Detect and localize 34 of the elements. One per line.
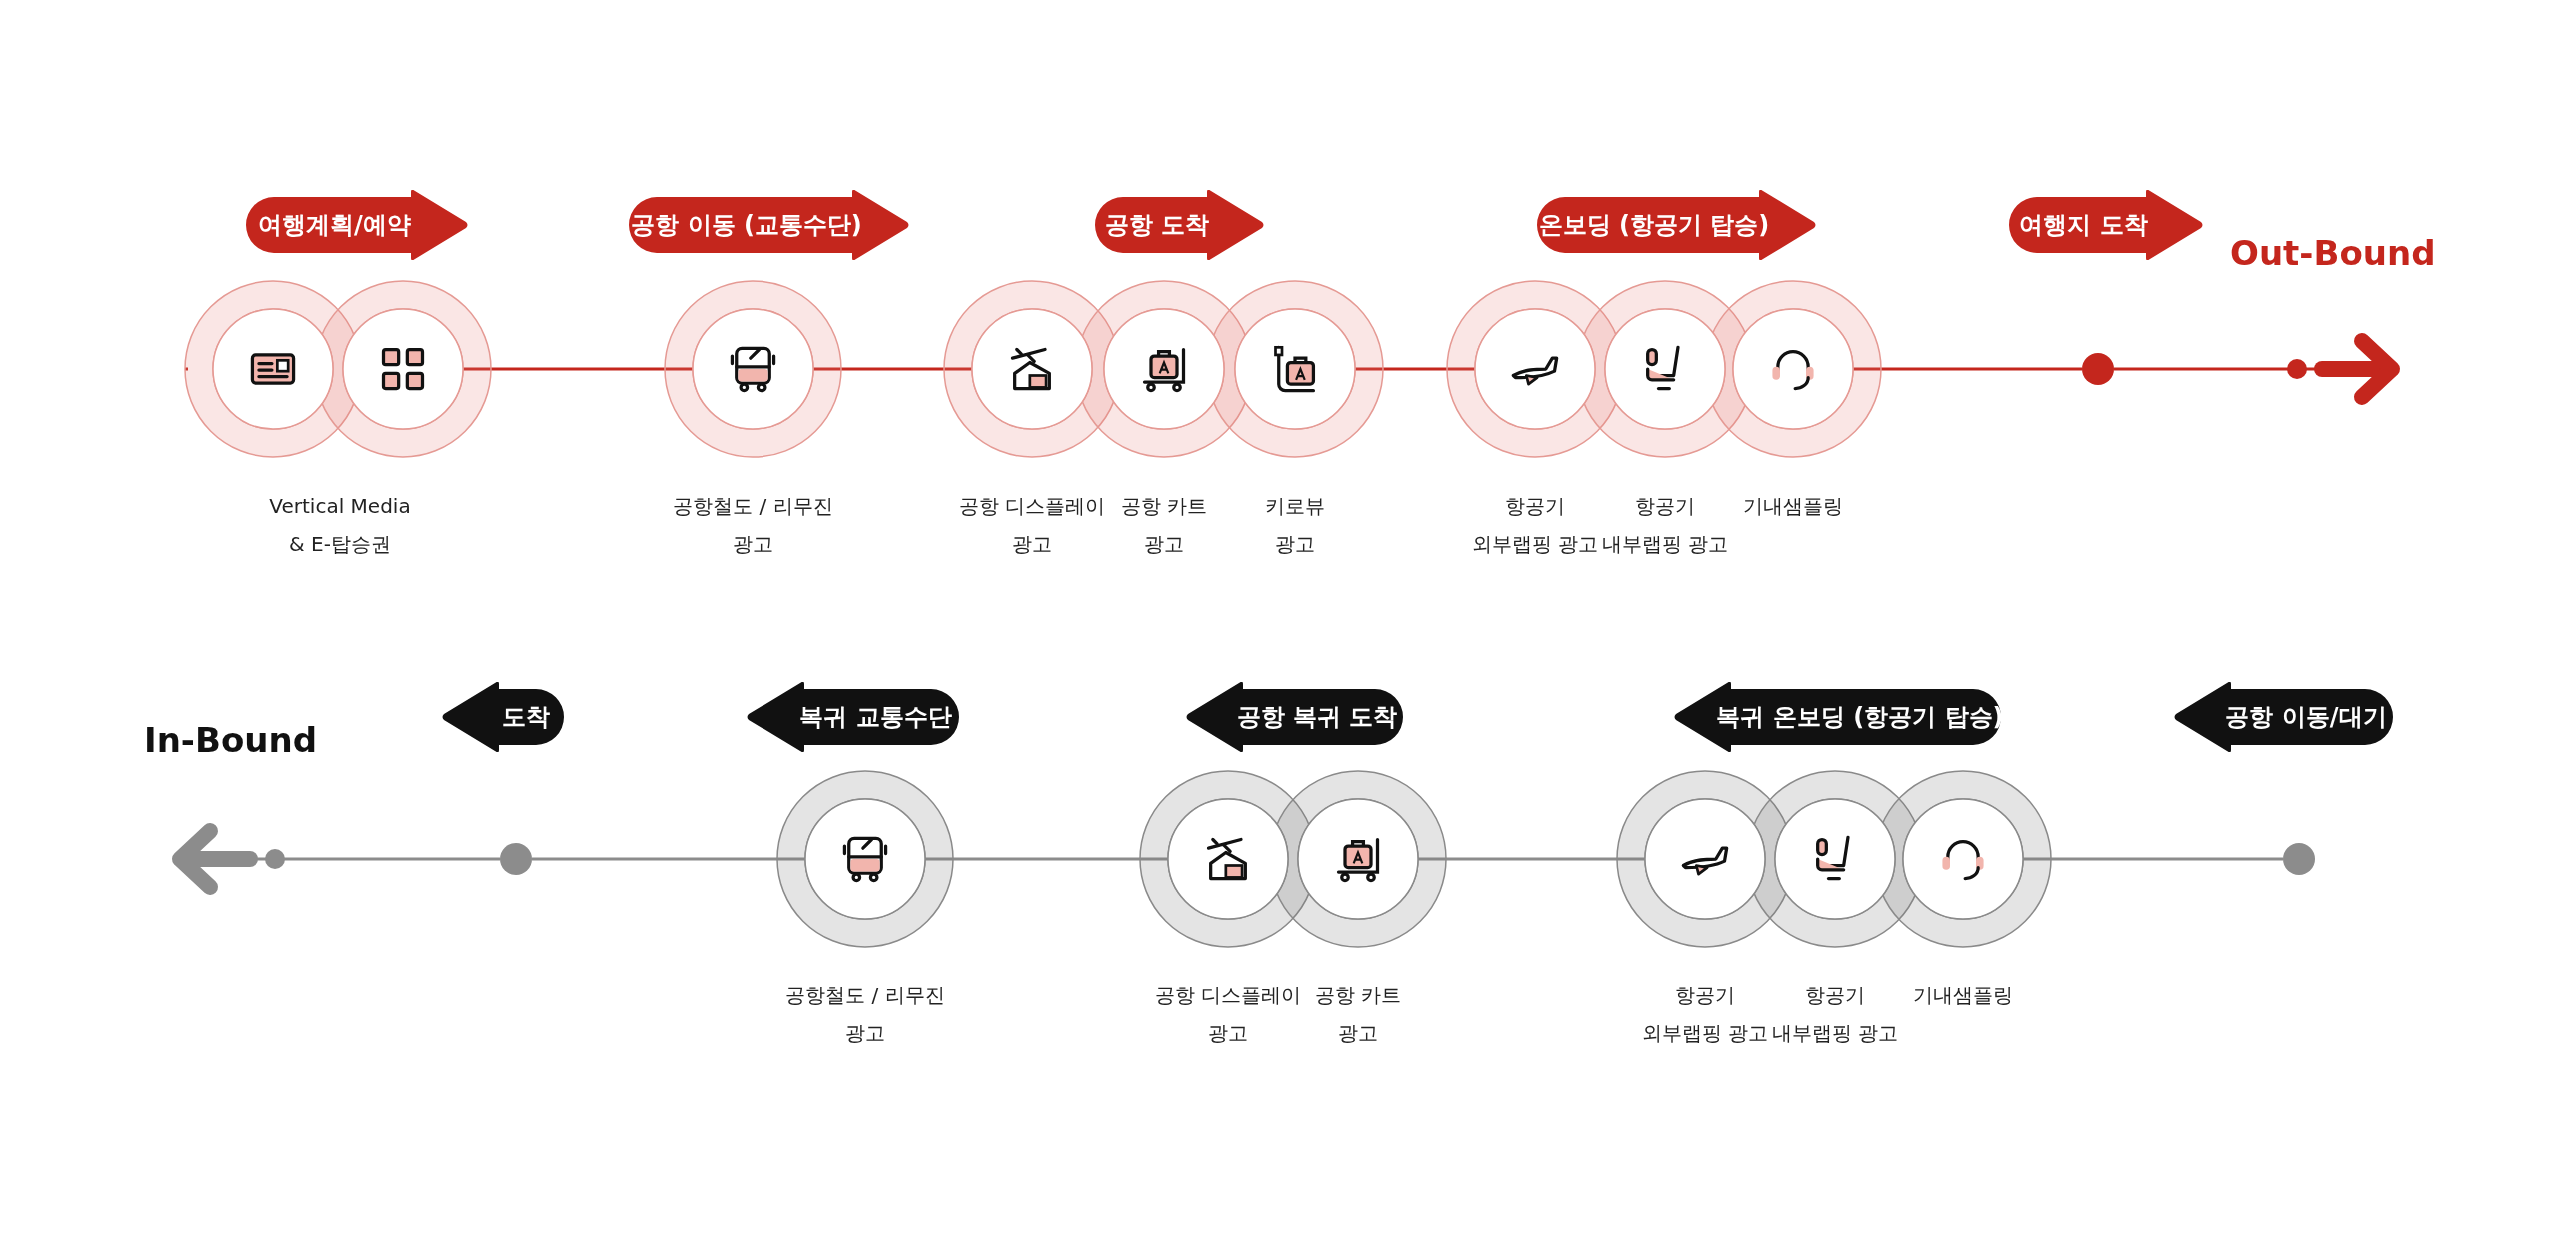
ad-spot-ring xyxy=(342,308,464,430)
ad-spot-ring xyxy=(1103,308,1225,430)
timeline-dot xyxy=(2082,353,2114,385)
ad-spot-label: 기내샘플링 xyxy=(1912,982,2014,1009)
ad-spot-ring xyxy=(1474,308,1596,430)
caption: Vertical Media & E-탑승권 xyxy=(268,493,412,558)
direction-heading: In-Bound xyxy=(144,720,317,760)
ad-spot-ring xyxy=(1732,308,1854,430)
ad-spot-ring xyxy=(1644,798,1766,920)
ad-spot-ring xyxy=(1604,308,1726,430)
ad-spot-ring xyxy=(212,308,334,430)
timeline-dot xyxy=(2283,843,2315,875)
ad-spot-label: 항공기 외부랩핑 광고 xyxy=(1471,493,1599,558)
ad-spot-ring xyxy=(804,798,926,920)
ad-spot-label: 공항철도 / 리무진 광고 xyxy=(784,982,946,1047)
ad-spot-label: 항공기 내부랩핑 광고 xyxy=(1771,982,1899,1047)
timeline-dot xyxy=(500,843,532,875)
ad-spot-ring xyxy=(1902,798,2024,920)
ad-spot-ring xyxy=(971,308,1093,430)
ad-spot-label: 공항 카트 광고 xyxy=(1119,493,1209,558)
ad-spot-label: 항공기 외부랩핑 광고 xyxy=(1641,982,1769,1047)
ad-spot-ring xyxy=(1297,798,1419,920)
ad-spot-label: 공항 디스플레이 광고 xyxy=(1153,982,1303,1047)
ad-spot-ring xyxy=(692,308,814,430)
ad-spot-ring xyxy=(1774,798,1896,920)
ad-spot-label: 공항 카트 광고 xyxy=(1313,982,1403,1047)
ad-spot-label: 공항철도 / 리무진 광고 xyxy=(672,493,834,558)
ad-spot-label: 항공기 내부랩핑 광고 xyxy=(1601,493,1729,558)
ad-spot-label: 공항 디스플레이 광고 xyxy=(957,493,1107,558)
direction-heading: Out-Bound xyxy=(2230,233,2436,273)
ad-spot-ring xyxy=(1167,798,1289,920)
ad-spot-label: 기내샘플링 xyxy=(1742,493,1844,520)
ad-spot-label: 키로뷰 광고 xyxy=(1264,493,1326,558)
ad-spot-ring xyxy=(1234,308,1356,430)
